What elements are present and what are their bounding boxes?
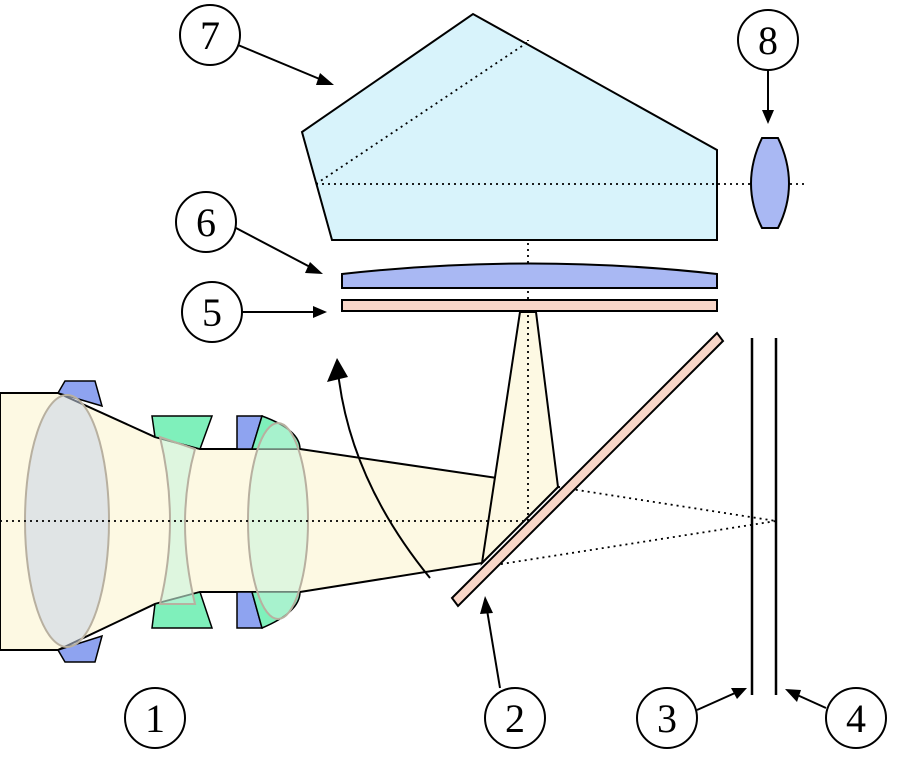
pentaprism-icon (300, 12, 808, 241)
label-7: 7 (179, 4, 334, 85)
label-8: 8 (737, 9, 799, 124)
svg-text:8: 8 (758, 18, 778, 63)
mirror-icon (450, 331, 725, 608)
svg-text:5: 5 (202, 290, 222, 335)
svg-text:2: 2 (505, 696, 525, 741)
label-3: 3 (636, 687, 747, 749)
svg-text:6: 6 (196, 200, 216, 245)
label-4: 4 (785, 687, 887, 749)
label-1: 1 (124, 687, 186, 749)
svg-text:3: 3 (657, 696, 677, 741)
axis-to-sensor-upper (557, 486, 777, 522)
mirror-flip-arrowhead (327, 358, 348, 382)
eyepiece-lens-icon (750, 137, 790, 229)
label-6: 6 (175, 191, 323, 274)
svg-text:1: 1 (145, 696, 165, 741)
mirror-flip-arrow (337, 371, 431, 579)
svg-text:7: 7 (200, 13, 220, 58)
label-5: 5 (181, 281, 327, 343)
svg-text:4: 4 (846, 696, 866, 741)
focusing-screen-icon (341, 299, 718, 312)
label-2: 2 (480, 596, 546, 749)
condenser-lens (341, 262, 718, 289)
